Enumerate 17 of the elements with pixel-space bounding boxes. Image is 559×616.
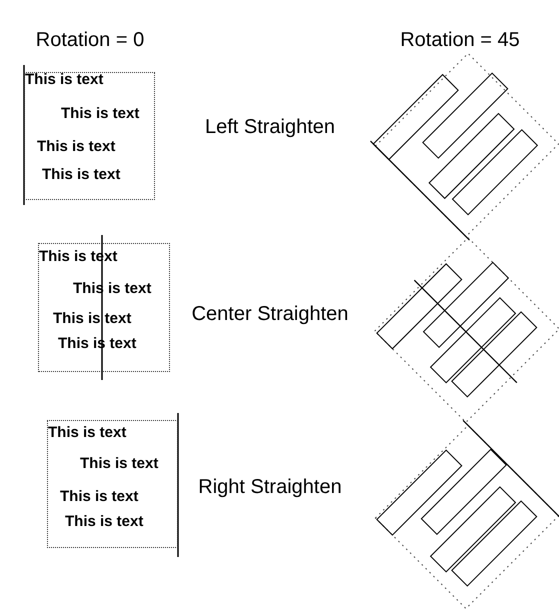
column-heading: Rotation = 0 xyxy=(34,28,146,52)
alignment-label: Center Straighten xyxy=(190,302,350,326)
text-line: This is text xyxy=(53,310,132,328)
text-line: This is text xyxy=(65,513,144,531)
text-line: This is text xyxy=(25,71,104,89)
text-line: This is text xyxy=(42,166,120,184)
alignment-label: Right Straighten xyxy=(197,475,343,499)
text-line: This is text xyxy=(48,424,126,442)
alignment-label: Left Straighten xyxy=(204,115,336,139)
text-line: This is text xyxy=(37,138,116,156)
dotted-text-box xyxy=(24,72,155,200)
text-line: This is text xyxy=(80,455,158,473)
column-heading: Rotation = 45 xyxy=(399,28,521,52)
dotted-text-box xyxy=(47,420,178,548)
text-line: This is text xyxy=(60,488,138,506)
text-line: This is text xyxy=(61,105,140,123)
dotted-text-box xyxy=(38,243,170,372)
